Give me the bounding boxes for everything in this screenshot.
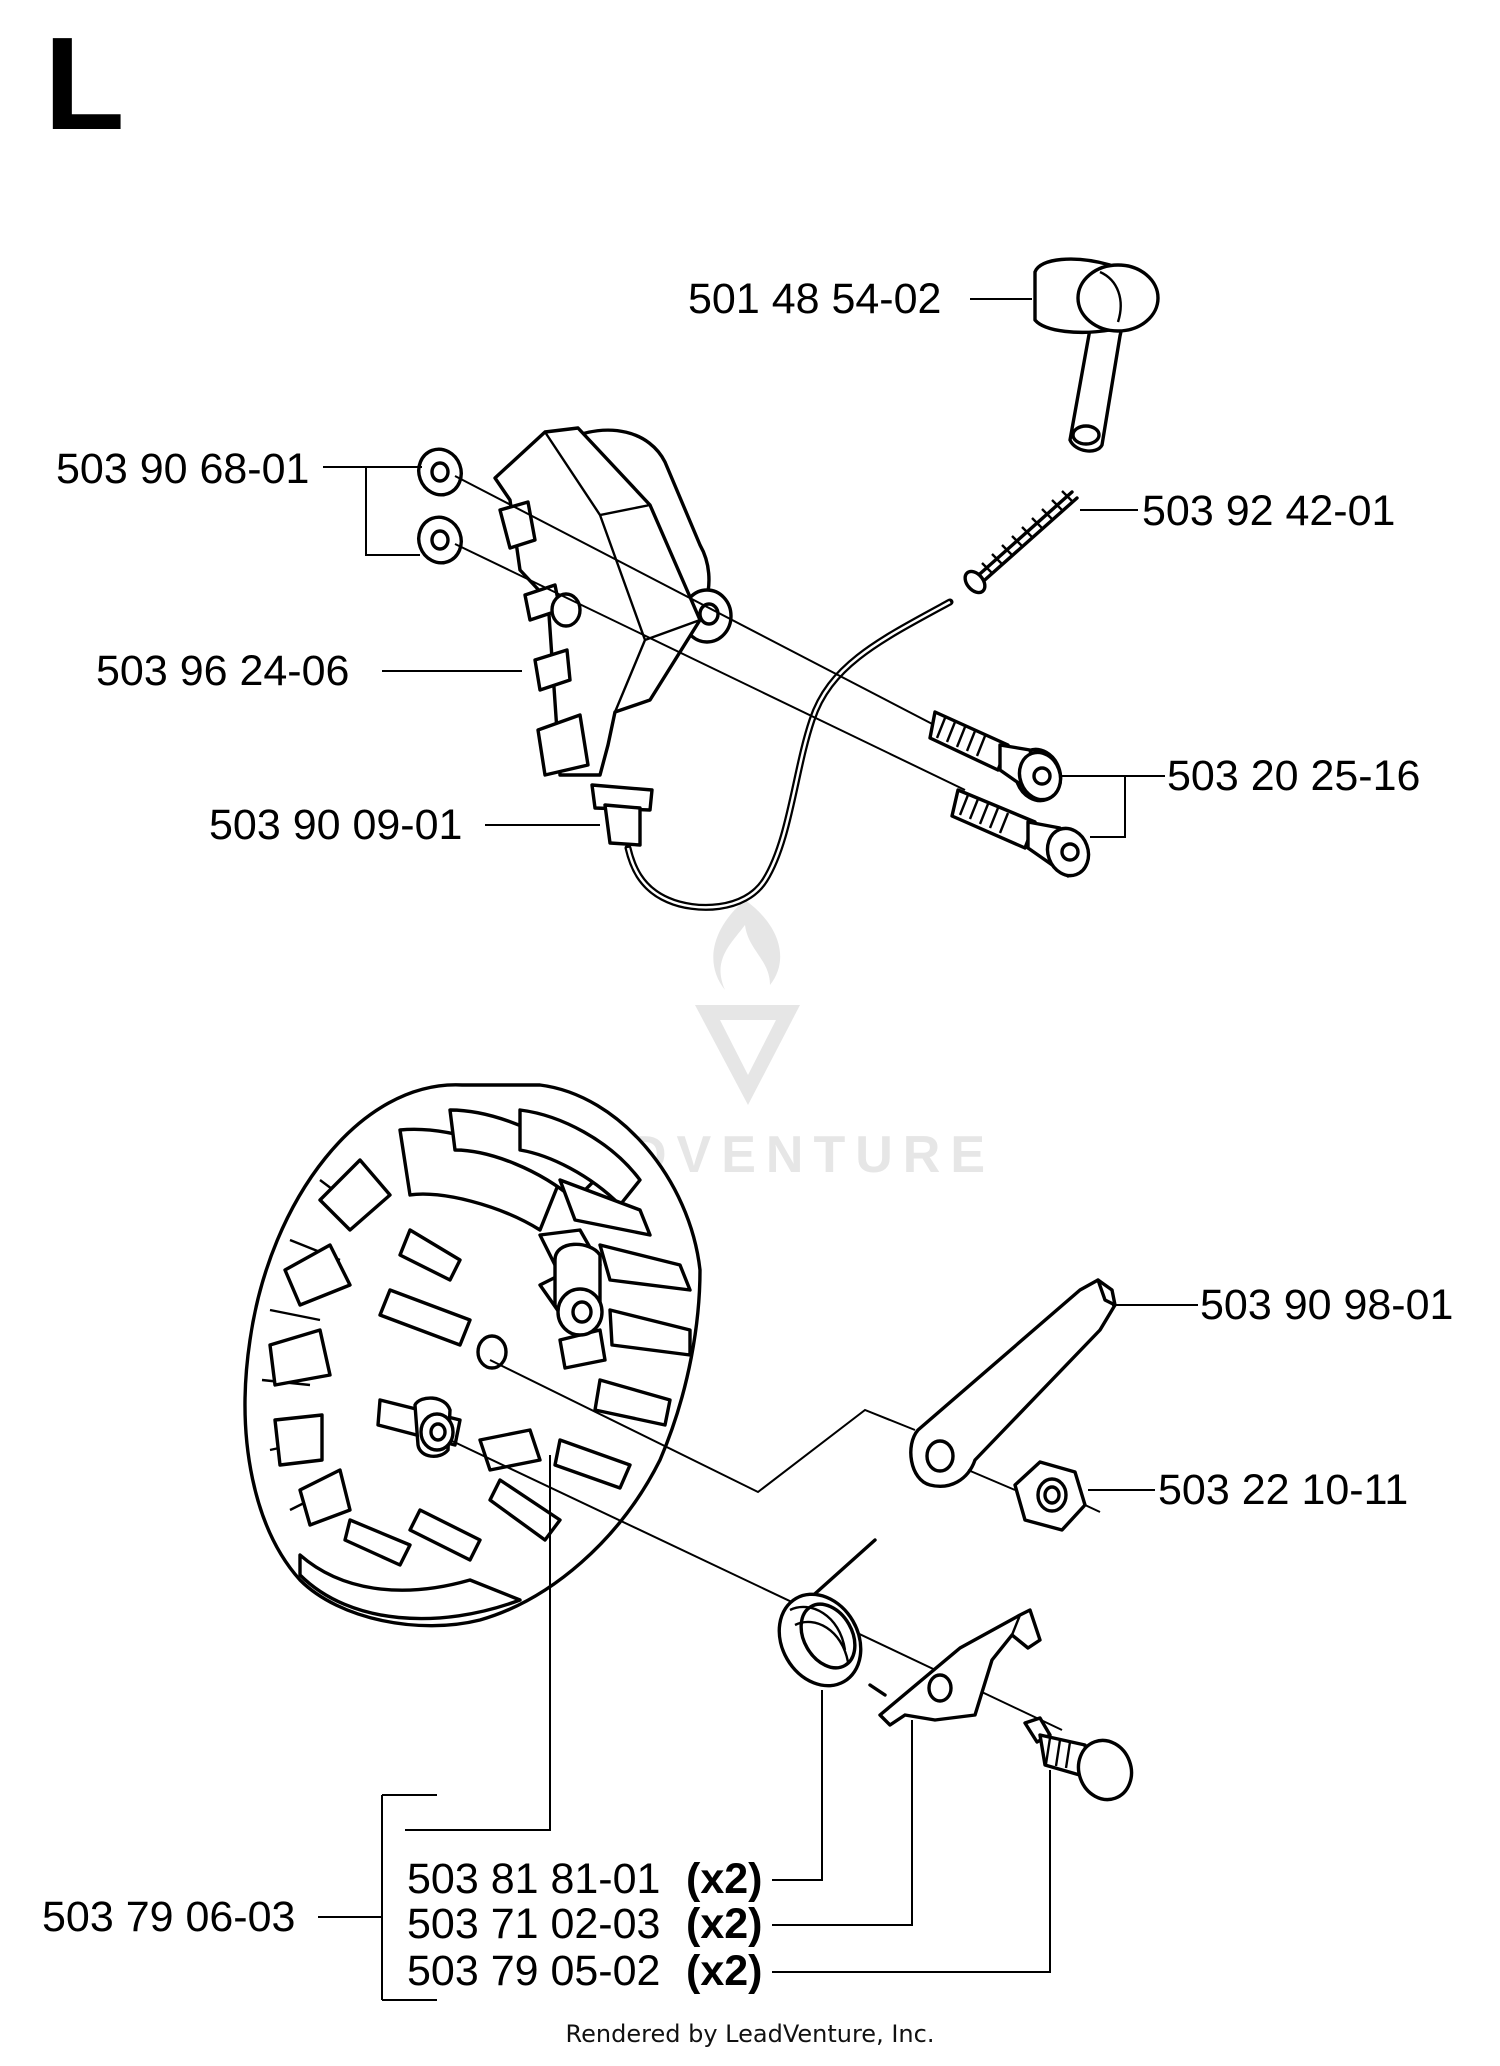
label-lever[interactable]: 503 90 98-01 <box>1200 1281 1453 1329</box>
nut-part[interactable] <box>1013 1460 1087 1532</box>
flywheel-part[interactable] <box>243 1083 702 1628</box>
spark-plug-wire-part[interactable] <box>624 598 954 911</box>
lever-part[interactable] <box>909 1278 1117 1488</box>
qty-pawl-pin: (x2) <box>686 1947 762 1995</box>
screw-part[interactable] <box>928 710 1068 807</box>
qty-pawl: (x2) <box>686 1900 762 1948</box>
label-pawl-pin[interactable]: 503 79 05-02 <box>407 1947 660 1995</box>
pawl-spring-part[interactable] <box>763 1538 887 1701</box>
label-nut[interactable]: 503 22 10-11 <box>1158 1466 1408 1514</box>
spring-part[interactable] <box>961 490 1079 596</box>
section-letter: L <box>44 10 125 157</box>
label-flywheel[interactable]: 503 79 06-03 <box>42 1893 295 1941</box>
qty-pawl-spring: (x2) <box>686 1855 762 1903</box>
label-spark-plug-cap[interactable]: 503 90 09-01 <box>209 801 462 849</box>
pawl-part[interactable] <box>878 1608 1042 1727</box>
throttle-knob-part[interactable] <box>1033 257 1160 453</box>
label-pawl[interactable]: 503 71 02-03 <box>407 1900 660 1948</box>
label-pawl-spring[interactable]: 503 81 81-01 <box>407 1855 660 1903</box>
label-screws[interactable]: 503 20 25-16 <box>1167 752 1420 800</box>
label-ignition-module[interactable]: 503 96 24-06 <box>96 647 349 695</box>
screw-part[interactable] <box>950 788 1095 881</box>
label-throttle-knob[interactable]: 501 48 54-02 <box>688 275 941 323</box>
ignition-module-part[interactable] <box>493 426 733 847</box>
label-spring[interactable]: 503 92 42-01 <box>1142 487 1395 535</box>
label-washers[interactable]: 503 90 68-01 <box>56 445 309 493</box>
washer-part[interactable] <box>412 511 467 569</box>
flame-v-logo-icon <box>695 900 800 1105</box>
washer-part[interactable] <box>412 443 467 501</box>
footer-credit: Rendered by LeadVenture, Inc. <box>565 2020 935 2048</box>
pawl-pin-part[interactable] <box>1023 1716 1140 1807</box>
